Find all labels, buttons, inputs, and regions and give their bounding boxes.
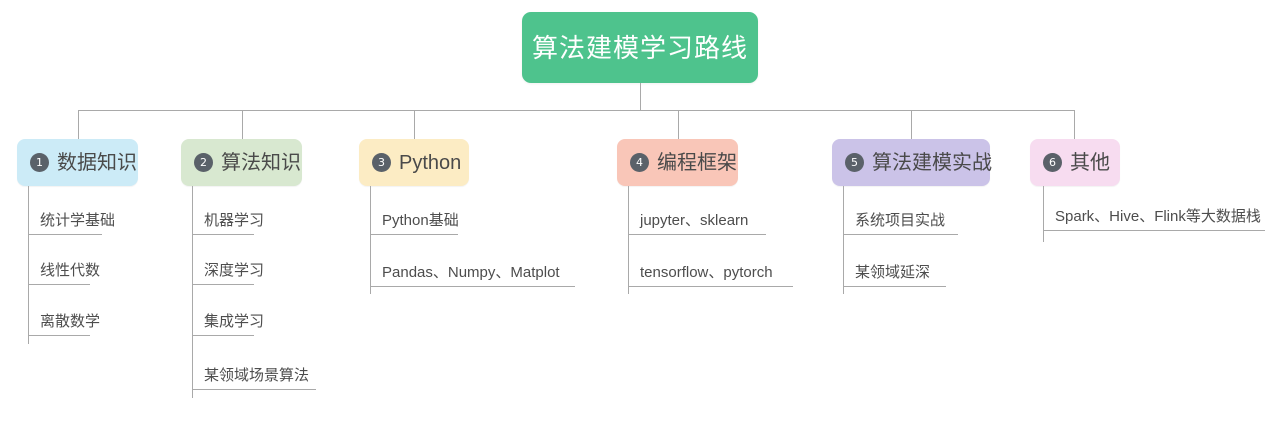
leaf-label-5-2: 某领域延深: [855, 264, 931, 281]
leaf-item-4-1[interactable]: jupyter、sklearn: [628, 212, 766, 235]
connector-spine-branch-3: [370, 186, 371, 294]
root-node-label: 算法建模学习路线: [531, 32, 748, 63]
branch-label-4: 编程框架: [657, 151, 737, 174]
leaf-label-6-1: Spark、Hive、Flink等大数据栈: [1055, 208, 1261, 225]
branch-badge-4: 4: [630, 153, 649, 172]
leaf-label-2-2: 深度学习: [204, 262, 265, 279]
leaf-item-1-2[interactable]: 线性代数: [28, 262, 100, 285]
connector-spine-branch-6: [1043, 186, 1044, 242]
leaf-label-1-2: 线性代数: [40, 262, 101, 279]
leaf-label-3-2: Pandas、Numpy、Matplot: [382, 264, 560, 281]
connector-drop-branch-2: [242, 110, 243, 139]
branch-badge-1: 1: [30, 153, 49, 172]
leaf-item-3-2[interactable]: Pandas、Numpy、Matplot: [370, 264, 575, 287]
branch-node-1[interactable]: 1 数据知识: [17, 139, 138, 186]
branch-label-6: 其他: [1070, 151, 1110, 174]
leaf-item-4-2[interactable]: tensorflow、pytorch: [628, 264, 793, 287]
connector-drop-branch-5: [911, 110, 912, 139]
leaf-item-2-4[interactable]: 某领域场景算法: [192, 367, 316, 390]
connector-drop-branch-4: [678, 110, 679, 139]
branch-node-4[interactable]: 4 编程框架: [617, 139, 738, 186]
leaf-item-2-3[interactable]: 集成学习: [192, 313, 264, 336]
branch-badge-6: 6: [1043, 153, 1062, 172]
connector-spine-branch-1: [28, 186, 29, 344]
leaf-item-2-2[interactable]: 深度学习: [192, 262, 264, 285]
leaf-label-4-1: jupyter、sklearn: [640, 212, 749, 229]
leaf-item-2-1[interactable]: 机器学习: [192, 212, 264, 235]
leaf-item-3-1[interactable]: Python基础: [370, 212, 459, 235]
leaf-label-1-1: 统计学基础: [40, 212, 116, 229]
branch-label-3: Python: [399, 151, 462, 174]
leaf-label-2-3: 集成学习: [204, 313, 265, 330]
leaf-label-5-1: 系统项目实战: [855, 212, 946, 229]
connector-drop-branch-3: [414, 110, 415, 139]
branch-label-5: 算法建模实战: [872, 151, 992, 174]
leaf-label-3-1: Python基础: [382, 212, 459, 229]
branch-badge-3: 3: [372, 153, 391, 172]
leaf-label-2-1: 机器学习: [204, 212, 265, 229]
branch-badge-5: 5: [845, 153, 864, 172]
leaf-item-6-1[interactable]: Spark、Hive、Flink等大数据栈: [1043, 208, 1265, 231]
branch-node-2[interactable]: 2 算法知识: [181, 139, 302, 186]
branch-label-2: 算法知识: [221, 151, 301, 174]
leaf-label-2-4: 某领域场景算法: [204, 367, 310, 384]
connector-branch-bus: [78, 110, 1074, 111]
connector-root-stem: [640, 83, 641, 110]
branch-node-5[interactable]: 5 算法建模实战: [832, 139, 992, 186]
connector-spine-branch-2: [192, 186, 193, 398]
branch-node-6[interactable]: 6 其他: [1030, 139, 1120, 186]
connector-spine-branch-4: [628, 186, 629, 294]
leaf-item-1-1[interactable]: 统计学基础: [28, 212, 115, 235]
leaf-item-5-2[interactable]: 某领域延深: [843, 264, 946, 287]
branch-badge-2: 2: [194, 153, 213, 172]
connector-drop-branch-6: [1074, 110, 1075, 139]
branch-label-1: 数据知识: [57, 151, 137, 174]
leaf-item-1-3[interactable]: 离散数学: [28, 313, 100, 336]
connector-spine-branch-5: [843, 186, 844, 294]
leaf-label-4-2: tensorflow、pytorch: [640, 264, 773, 281]
connector-drop-branch-1: [78, 110, 79, 139]
root-node[interactable]: 算法建模学习路线: [522, 12, 758, 83]
leaf-label-1-3: 离散数学: [40, 313, 101, 330]
leaf-item-5-1[interactable]: 系统项目实战: [843, 212, 958, 235]
branch-node-3[interactable]: 3 Python: [359, 139, 469, 186]
